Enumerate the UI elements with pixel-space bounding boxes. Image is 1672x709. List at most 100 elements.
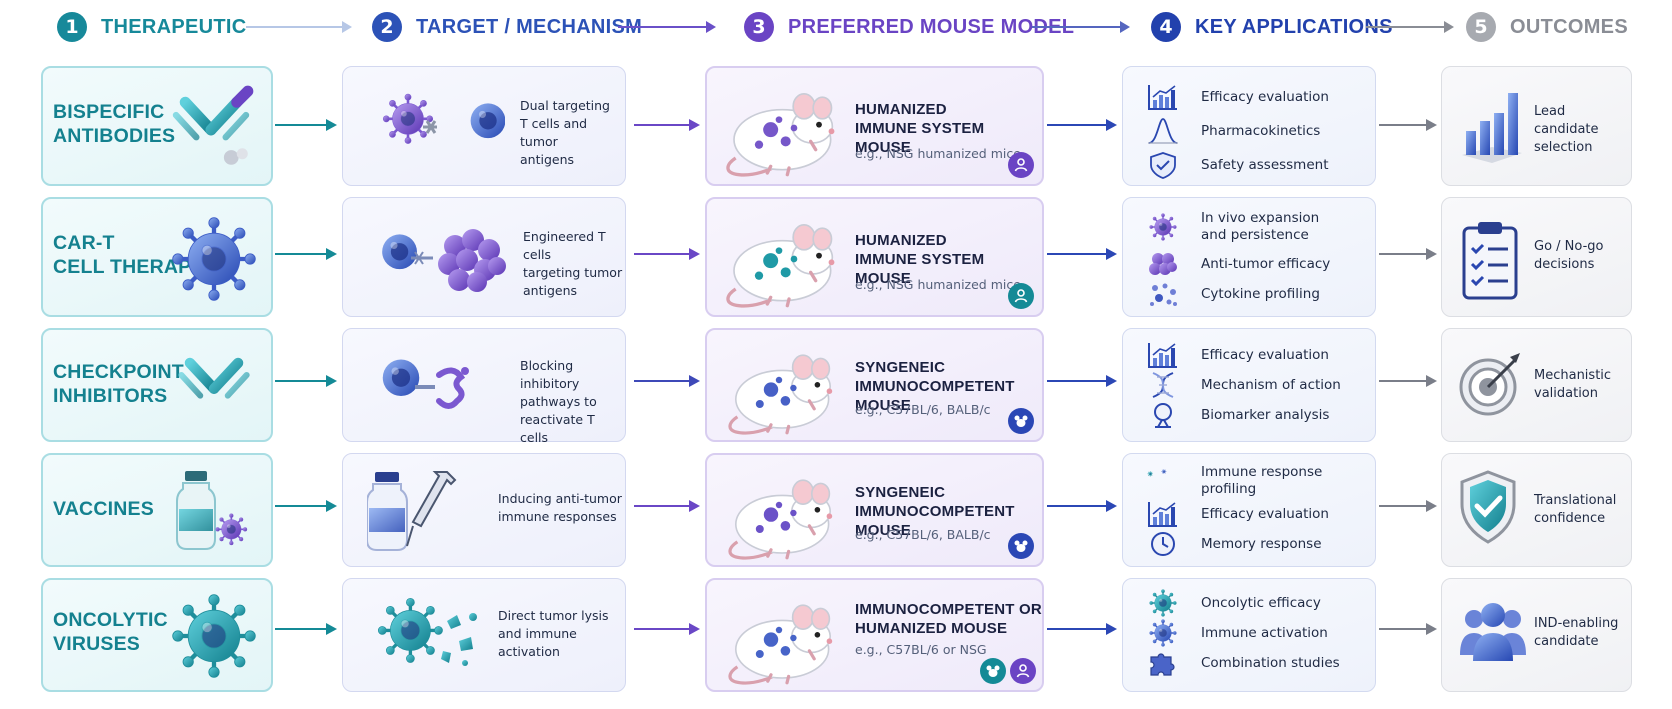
row-car-t-cell-therapy: CAR-T CELL THERAPY Engineered T cells ta… — [0, 197, 1672, 317]
applications-card: Oncolytic efficacy Immune activation Com… — [1122, 578, 1376, 692]
outcome-text: Go / No-go decisions — [1534, 238, 1604, 274]
application-item: Efficacy evaluation — [1147, 500, 1329, 528]
dna-icon — [1147, 371, 1179, 399]
header-arrow-icon — [618, 26, 714, 28]
mouse-model-card: SYNGENEIC IMMUNOCOMPETENT MOUSE e.g., C5… — [705, 328, 1044, 442]
people-group-icon — [1458, 599, 1528, 663]
therapeutic-card: VACCINES — [41, 453, 273, 567]
virus-lysis-icon — [355, 591, 485, 679]
mouse-model-card: HUMANIZED IMMUNE SYSTEM MOUSE e.g., NSG … — [705, 66, 1044, 186]
car-t-cell-icon — [171, 213, 257, 305]
outcome-card: Go / No-go decisions — [1441, 197, 1632, 317]
flow-arrow-icon — [275, 253, 335, 255]
row-oncolytic-viruses: ONCOLYTIC VIRUSES Direct tumor lysis and… — [0, 578, 1672, 692]
magnifier-icon — [1147, 401, 1179, 429]
mechanism-text: Engineered T cells targeting tumor antig… — [523, 228, 625, 300]
virus-icon — [171, 592, 257, 680]
step-number-2: 2 — [372, 12, 402, 42]
t-cell-icon — [1147, 213, 1179, 241]
outcome-text: IND-enabling candidate — [1534, 615, 1618, 651]
header-target-mechanism: 2 TARGET / MECHANISM — [372, 10, 642, 44]
checkpoint-block-icon — [355, 349, 505, 423]
mechanism-card: Blocking inhibitory pathways to reactiva… — [342, 328, 626, 442]
flow-arrow-icon — [634, 253, 698, 255]
flow-arrow-icon — [1379, 124, 1435, 126]
flow-arrow-icon — [634, 124, 698, 126]
outcome-card: Lead candidate selection — [1441, 66, 1632, 186]
flow-arrow-icon — [1047, 628, 1115, 630]
mouse-icon — [715, 465, 843, 561]
mouse-model-example: e.g., NSG humanized mice — [855, 277, 1021, 292]
mouse-badge-icon — [980, 658, 1006, 684]
flow-arrow-icon — [634, 628, 698, 630]
header-label: KEY APPLICATIONS — [1195, 16, 1393, 39]
header-label: OUTCOMES — [1510, 16, 1628, 39]
mechanism-card: Direct tumor lysis and immune activation — [342, 578, 626, 692]
therapeutic-card: ONCOLYTIC VIRUSES — [41, 578, 273, 692]
application-item: Safety assessment — [1147, 151, 1329, 179]
therapeutic-card: CAR-T CELL THERAPY — [41, 197, 273, 317]
step-number-1: 1 — [57, 12, 87, 42]
mechanism-text: Blocking inhibitory pathways to reactiva… — [520, 357, 625, 447]
row-checkpoint-inhibitors: CHECKPOINT INHIBITORS Blocking inhibitor… — [0, 328, 1672, 442]
application-item: Memory response — [1147, 530, 1322, 558]
flow-arrow-icon — [275, 380, 335, 382]
flow-arrow-icon — [1047, 124, 1115, 126]
target-icon — [1458, 351, 1524, 417]
flow-arrow-icon — [1379, 380, 1435, 382]
outcome-text: Translational confidence — [1534, 492, 1616, 528]
shield-check-icon — [1147, 151, 1179, 179]
mechanism-text: Inducing anti-tumor immune responses — [498, 490, 622, 526]
mouse-icon — [715, 590, 843, 686]
applications-card: Efficacy evaluation Mechanism of action … — [1122, 328, 1376, 442]
puzzle-icon — [1147, 649, 1179, 677]
tumor-cluster-icon — [1147, 250, 1179, 278]
flow-arrow-icon — [1047, 380, 1115, 382]
person-badge-icon — [1008, 283, 1034, 309]
application-item: Biomarker analysis — [1147, 401, 1329, 429]
mouse-model-card: HUMANIZED IMMUNE SYSTEM MOUSE e.g., NSG … — [705, 197, 1044, 317]
clipboard-checklist-icon — [1458, 218, 1522, 302]
dual-target-cells-icon — [355, 89, 505, 165]
bar-chart-icon — [1147, 341, 1179, 369]
application-item: Immune activation — [1147, 619, 1328, 647]
header-therapeutic: 1 THERAPEUTIC — [57, 10, 247, 44]
flow-arrow-icon — [1047, 505, 1115, 507]
mouse-badge-icon — [1008, 533, 1034, 559]
bispecific-antibody-icon — [165, 82, 257, 174]
mouse-model-example: e.g., C57BL/6, BALB/c — [855, 402, 991, 417]
therapeutic-card: CHECKPOINT INHIBITORS — [41, 328, 273, 442]
header-arrow-icon — [1366, 26, 1452, 28]
application-item: Pharmacokinetics — [1147, 117, 1320, 145]
outcome-text: Lead candidate selection — [1534, 103, 1631, 157]
therapeutic-label: BISPECIFIC ANTIBODIES — [53, 100, 175, 148]
flow-arrow-icon — [634, 505, 698, 507]
mechanism-card: Dual targeting T cells and tumor antigen… — [342, 66, 626, 186]
mouse-badge-icon — [1008, 408, 1034, 434]
header-outcomes: 5 OUTCOMES — [1466, 10, 1628, 44]
flow-arrow-icon — [1379, 505, 1435, 507]
antibody-icon — [171, 344, 257, 430]
application-item: Oncolytic efficacy — [1147, 589, 1321, 617]
vaccine-vial-icon — [171, 469, 257, 555]
flow-arrow-icon — [275, 505, 335, 507]
therapeutic-card: BISPECIFIC ANTIBODIES — [41, 66, 273, 186]
flow-arrow-icon — [1379, 253, 1435, 255]
flow-arrow-icon — [275, 124, 335, 126]
application-item: Cytokine profiling — [1147, 280, 1320, 308]
clock-icon — [1147, 530, 1179, 558]
mouse-model-example: e.g., NSG humanized mice — [855, 146, 1021, 161]
step-number-3: 3 — [744, 12, 774, 42]
pk-curve-icon — [1147, 117, 1179, 145]
engineered-t-cell-icon — [355, 220, 511, 296]
virus-small-icon — [1147, 589, 1179, 617]
step-number-4: 4 — [1151, 12, 1181, 42]
mouse-icon — [715, 340, 843, 436]
mechanism-text: Dual targeting T cells and tumor antigen… — [520, 97, 625, 169]
mechanism-card: Inducing anti-tumor immune responses — [342, 453, 626, 567]
mouse-model-title: IMMUNOCOMPETENT OR HUMANIZED MOUSE — [855, 600, 1042, 638]
flow-arrow-icon — [634, 380, 698, 382]
